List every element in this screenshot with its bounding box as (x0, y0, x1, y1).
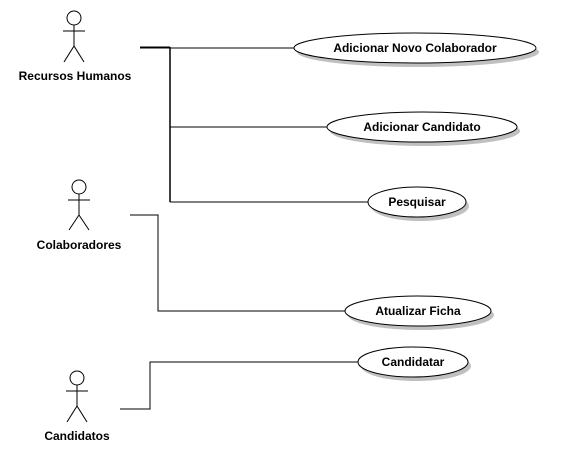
stick-figure-icon (63, 10, 85, 63)
actor-recursos-humanos[interactable]: Recursos Humanos (19, 10, 132, 83)
use-case-adicionar-novo-colaborador[interactable]: Adicionar Novo Colaborador (293, 32, 539, 67)
association-colab-uc4 (130, 214, 345, 312)
use-case-pesquisar[interactable]: Pesquisar (367, 186, 469, 221)
association-cand-uc5 (120, 361, 363, 410)
stick-figure-icon (68, 179, 90, 231)
stick-figure-icon (66, 370, 88, 423)
actor-label-recursos-humanos: Recursos Humanos (19, 69, 132, 83)
association-lines (120, 46, 371, 410)
use-case-label: Atualizar Ficha (375, 304, 461, 318)
use-case-adicionar-candidato[interactable]: Adicionar Candidato (326, 111, 520, 146)
actor-candidatos[interactable]: Candidatos (44, 370, 110, 443)
use-case-candidatar[interactable]: Candidatar (357, 346, 471, 381)
use-case-atualizar-ficha[interactable]: Atualizar Ficha (344, 295, 494, 330)
use-case-label: Adicionar Novo Colaborador (333, 41, 497, 55)
actor-colaboradores[interactable]: Colaboradores (37, 179, 122, 252)
use-case-label: Candidatar (382, 355, 445, 369)
use-case-label: Pesquisar (388, 195, 446, 209)
actor-label-colaboradores: Colaboradores (37, 238, 122, 252)
use-case-label: Adicionar Candidato (363, 120, 480, 134)
actor-label-candidatos: Candidatos (44, 429, 110, 443)
